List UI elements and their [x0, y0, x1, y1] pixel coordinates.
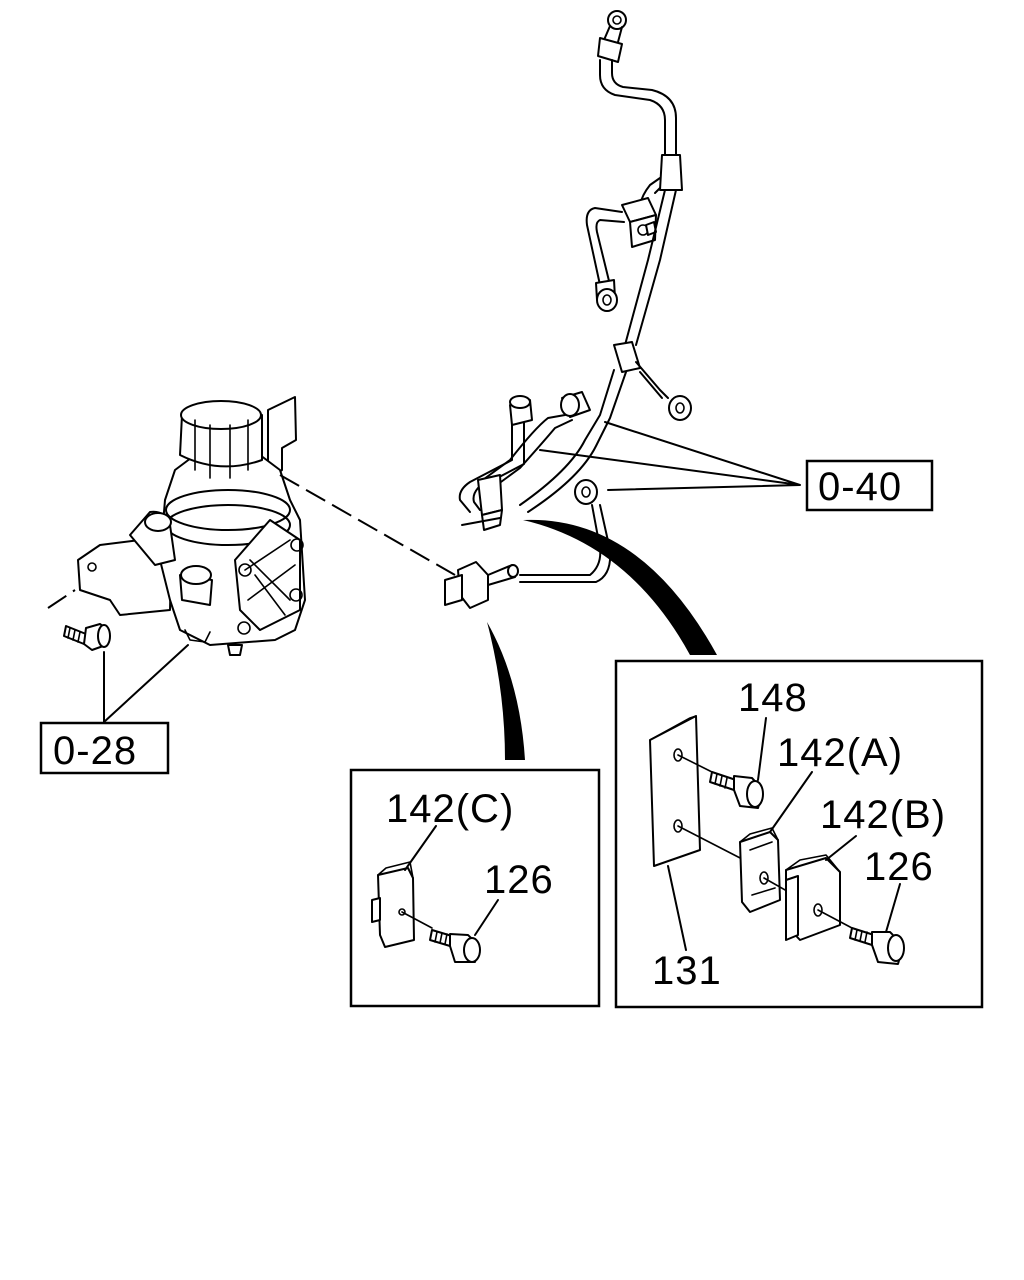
bolt-126-ab [849, 927, 905, 965]
label-131: 131 [652, 949, 722, 993]
dashed-leader-bracket [47, 589, 76, 609]
ref-0-40-label: 0-40 [818, 465, 902, 509]
leader-148 [757, 717, 767, 781]
label-142a: 142(A) [777, 731, 903, 775]
leader-142b [825, 835, 857, 861]
clip-142b [785, 854, 841, 941]
leader-131 [667, 865, 687, 951]
bracket-131 [649, 715, 701, 867]
label-148: 148 [738, 676, 808, 720]
ref-0-28-label: 0-28 [53, 729, 137, 773]
alignment-line-c [401, 911, 433, 929]
leader-126-ab [885, 883, 901, 933]
label-142c: 142(C) [386, 787, 514, 831]
clip-142a [739, 827, 781, 913]
callout-arrow-to-detail-ab [523, 519, 717, 655]
leader-126-c [474, 899, 499, 936]
label-126-ab: 126 [864, 845, 934, 889]
alignment-line-142b [817, 909, 853, 929]
fuel-pipe-harness [444, 10, 692, 609]
clip-142c [371, 861, 415, 948]
leader-0-40 [539, 421, 801, 491]
leader-0-28 [103, 644, 189, 723]
alignment-line-148 [677, 754, 713, 773]
bolt-148 [709, 771, 764, 809]
ref-box-0-28 [39, 721, 170, 775]
mounting-bolt [63, 623, 111, 651]
pump-assembly [77, 396, 306, 656]
label-126-c: 126 [484, 858, 554, 902]
leader-142a [769, 771, 813, 833]
ref-box-0-40 [805, 459, 934, 512]
alignment-line-131 [677, 825, 745, 861]
label-142b: 142(B) [820, 793, 946, 837]
dashed-leader-pump-to-clip [279, 474, 456, 576]
bolt-126-c [429, 929, 481, 963]
callout-arrow-to-detail-c [487, 622, 525, 760]
leader-142c [404, 825, 437, 871]
